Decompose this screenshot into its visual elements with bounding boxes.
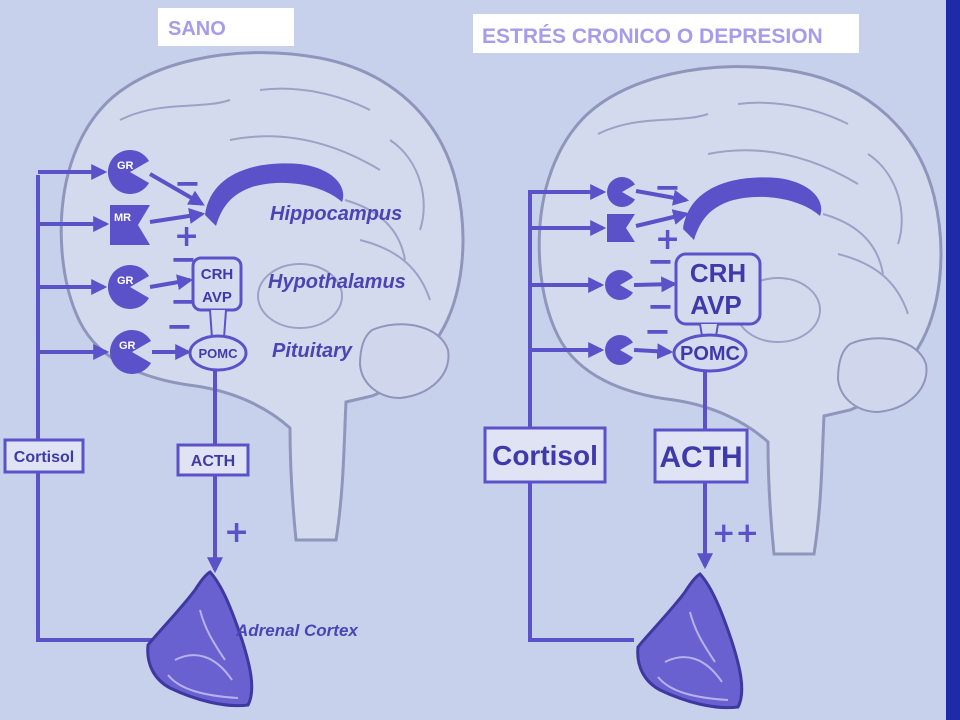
stressed-arrow-gr2-hypothalamus — [633, 276, 678, 293]
healthy-sign-2: + — [174, 219, 199, 254]
healthy-title-box — [158, 8, 294, 46]
healthy-mr-receptor-icon — [110, 205, 150, 245]
stressed-gr-receptor-1-icon — [607, 177, 635, 208]
healthy-gr-receptor-1-icon — [107, 150, 149, 194]
healthy-pomc-gland — [188, 334, 248, 372]
healthy-arrow-gr2-hypothalamus — [149, 274, 194, 291]
healthy-pomc-label: POMC — [199, 346, 239, 361]
stressed-acth-label: ACTH — [659, 441, 742, 474]
adrenal-cortex-label: Adrenal Cortex — [235, 621, 359, 640]
stressed-sign-3: − — [647, 242, 674, 280]
stressed-cortisol-label: Cortisol — [492, 440, 598, 471]
healthy-arrow-mr-hippocampus — [149, 208, 206, 224]
healthy-acth-label: ACTH — [191, 453, 235, 470]
healthy-cortisol-label: Cortisol — [14, 449, 74, 466]
stressed-sign-2: + — [655, 222, 680, 257]
healthy-mr-label: MR — [114, 212, 131, 224]
stressed-gr-receptor-2-icon — [605, 270, 633, 301]
stressed-arrow-gr3-pituitary — [633, 343, 674, 360]
stressed-gr-receptor-3-icon — [605, 335, 633, 366]
hypothalamus-label: Hypothalamus — [268, 271, 406, 293]
healthy-gr-3-label: GR — [119, 340, 136, 352]
stressed-mr-receptor-icon — [607, 214, 635, 242]
stressed-title: ESTRÉS CRONICO O DEPRESION — [482, 25, 823, 48]
stressed-pomc-label: POMC — [680, 343, 740, 365]
healthy-avp-label: AVP — [202, 289, 232, 306]
stressed-title-box — [473, 14, 859, 53]
healthy-pituitary-stalk — [209, 309, 227, 339]
stressed-pomc-gland — [672, 333, 748, 373]
healthy-sign-1: − — [174, 164, 201, 202]
stressed-avp-label: AVP — [690, 290, 742, 320]
healthy-gr-1-label: GR — [117, 160, 134, 172]
stressed-sign-5: − — [644, 312, 671, 350]
edge-band — [946, 0, 960, 720]
healthy-feedback-loop — [36, 175, 152, 642]
healthy-gr-2-label: GR — [117, 275, 134, 287]
stressed-cortisol-box — [483, 426, 607, 484]
healthy-adrenal-drive-sign: + — [224, 515, 249, 550]
healthy-arrow-gr1-hippocampus — [149, 172, 205, 206]
healthy-gr-receptor-2-icon — [107, 265, 149, 310]
stressed-arrow-gr1-hippocampus — [635, 189, 690, 206]
stressed-adrenal-drive-sign: ++ — [712, 516, 759, 549]
stressed-arrow-mr-hippocampus — [635, 209, 690, 228]
healthy-title: SANO — [168, 18, 226, 40]
hippocampus-label: Hippocampus — [270, 203, 402, 225]
stressed-sign-1: − — [654, 168, 681, 206]
stressed-sign-4: − — [647, 287, 674, 325]
stressed-crh-label: CRH — [690, 258, 746, 288]
healthy-cortisol-box — [3, 438, 85, 474]
healthy-gr-receptor-3-icon — [109, 330, 151, 374]
pituitary-label: Pituitary — [272, 340, 353, 362]
stressed-feedback-loop — [528, 190, 634, 642]
healthy-sign-5: − — [166, 307, 193, 345]
healthy-crh-label: CRH — [201, 266, 234, 283]
stressed-acth-box — [653, 428, 749, 484]
